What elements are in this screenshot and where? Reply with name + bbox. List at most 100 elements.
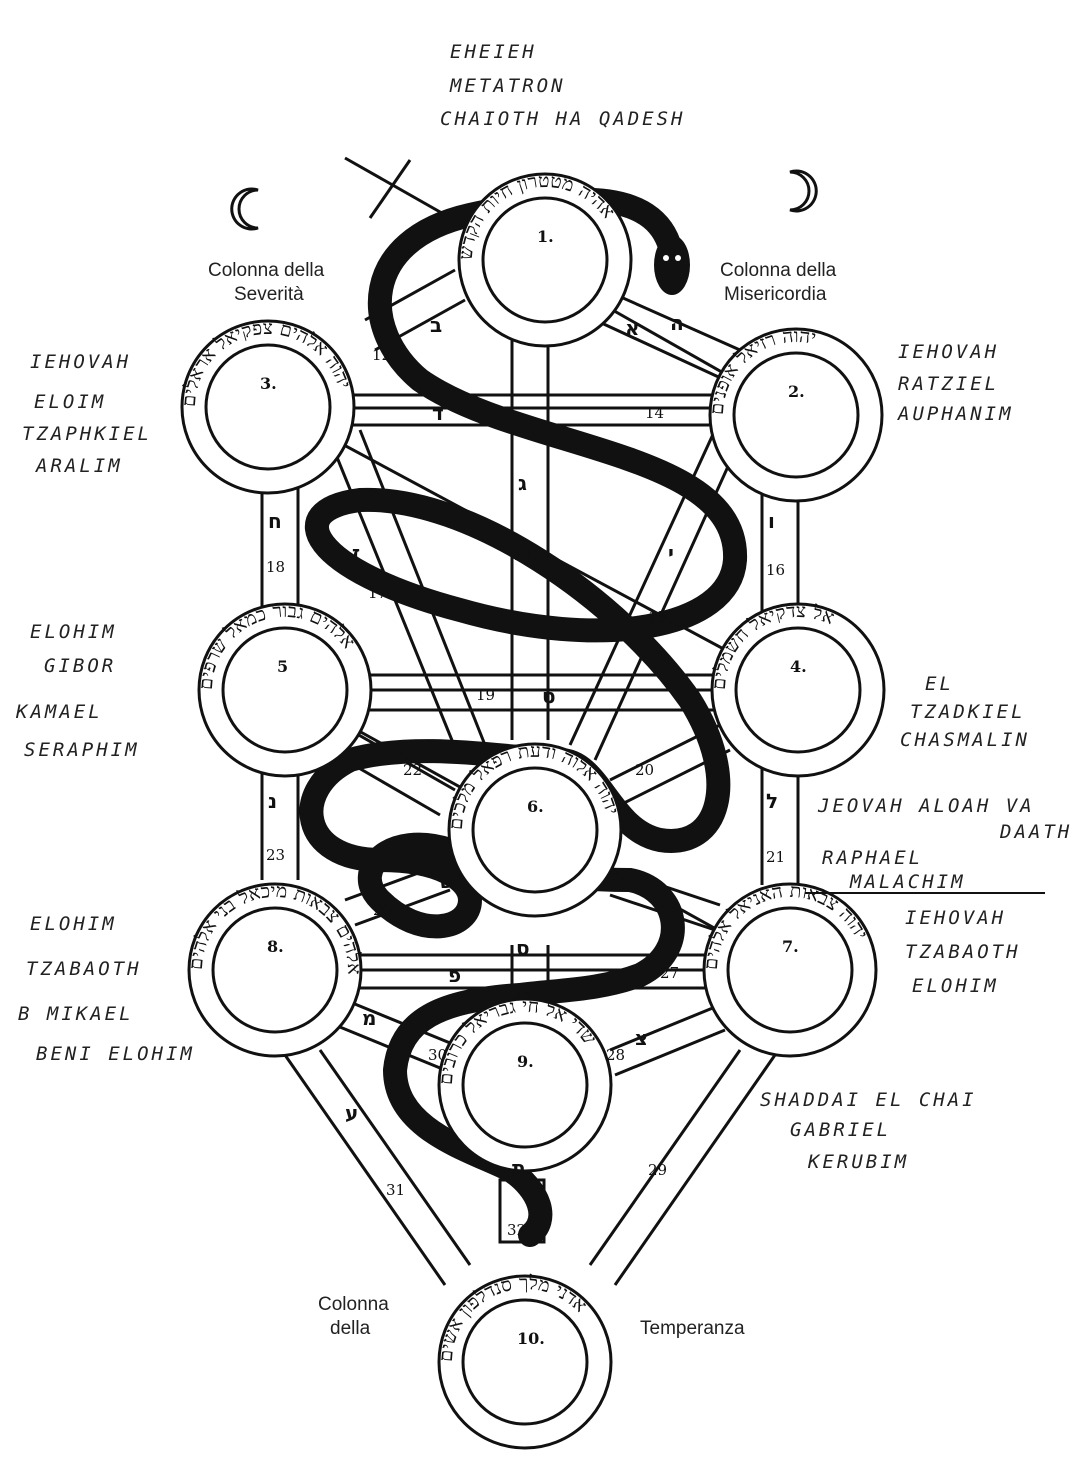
path-number-29: 29 xyxy=(648,1161,667,1179)
left-column-caption-line1: Colonna della xyxy=(208,260,325,281)
sefira-1-number: 1. xyxy=(537,227,554,246)
sefira-7-inner-circle xyxy=(726,906,854,1034)
top-name-1: EHEIEH xyxy=(450,41,537,63)
s6-name-4: MALACHIM xyxy=(849,871,966,893)
s5-name-3: KAMAEL xyxy=(15,701,103,723)
path-letter-32: ת xyxy=(512,1156,526,1180)
sefira-3-number: 3. xyxy=(260,374,277,393)
flash-segment-2 xyxy=(274,406,801,692)
path-11-edge-b xyxy=(594,318,726,382)
sefira-5-number: 5 xyxy=(277,657,288,676)
path-number-22: 22 xyxy=(403,761,422,779)
sefira-4-number: 4. xyxy=(790,657,807,676)
path-letter-31: ע xyxy=(345,1101,358,1125)
sefira-6-names: JEOVAH ALOAH VA DAATH RAPHAEL MALACHIM xyxy=(805,795,1072,894)
path-31-edge-a xyxy=(283,1054,447,1286)
path-number-18: 18 xyxy=(266,558,285,576)
s2-name-3: AUPHANIM xyxy=(897,403,1014,425)
path-number-25: 25 xyxy=(512,986,531,1004)
sefira-1-inner-circle xyxy=(481,196,609,324)
path-number-19: 19 xyxy=(476,686,495,704)
path-numbers: 12 14 13. 18 17. 15 16 19 22 20 23 21 26… xyxy=(266,346,785,1239)
path-letter-23: נ xyxy=(268,789,277,813)
sword-crossguard xyxy=(368,159,412,219)
sefira-3-names: IEHOVAH ELOIM TZAPHKIEL ARALIM xyxy=(22,351,152,477)
s8-name-3: B MIKAEL xyxy=(18,1003,134,1025)
sefira-9-number: 9. xyxy=(517,1052,534,1071)
sefira-3-inner-circle xyxy=(204,343,332,471)
right-column-caption-line2: Misericordia xyxy=(724,284,827,305)
bottom-left-caption-line2: della xyxy=(330,1318,371,1339)
path-number-30: 30 xyxy=(428,1046,447,1064)
path-number-17: 17. xyxy=(368,584,392,602)
path-letter-18: ח xyxy=(268,509,282,533)
top-name-3: CHAIOTH HA QADESH xyxy=(440,108,685,130)
path-letter-11: ה xyxy=(670,311,684,335)
sefira-5-inner-circle xyxy=(221,626,349,754)
s8-name-4: BENI ELOHIM xyxy=(36,1043,195,1065)
s5-name-2: GIBOR xyxy=(44,655,116,677)
path-number-27: 27 xyxy=(660,964,679,982)
path-letter-24: כ xyxy=(660,896,671,920)
serpent-head xyxy=(654,235,690,295)
s2-name-2: RATZIEL xyxy=(898,373,999,395)
s4-name-3: CHASMALIN xyxy=(900,729,1030,751)
path-letter-16: ו xyxy=(768,509,775,533)
left-column-caption-line2: Severità xyxy=(234,284,304,305)
path-letter-17: ז xyxy=(352,541,360,565)
sefira-2-number: 2. xyxy=(788,382,805,401)
s5-name-1: ELOHIM xyxy=(30,621,117,643)
serpent-eye-right xyxy=(675,255,681,261)
path-number-28: 28 xyxy=(606,1046,625,1064)
sefira-6-number: 6. xyxy=(527,797,544,816)
crescent-moon-right-icon xyxy=(789,169,818,213)
sefira-9-names: SHADDAI EL CHAI GABRIEL KERUBIM xyxy=(760,1089,977,1173)
sefira-8-number: 8. xyxy=(267,937,284,956)
s5-name-4: SERAPHIM xyxy=(24,739,140,761)
s9-name-1: SHADDAI EL CHAI xyxy=(760,1089,977,1111)
sefira-2-names: IEHOVAH RATZIEL AUPHANIM xyxy=(897,341,1014,425)
sefira-10-inner-circle xyxy=(461,1298,589,1426)
s9-name-2: GABRIEL xyxy=(790,1119,891,1141)
path-number-16: 16 xyxy=(766,561,785,579)
path-letter-13: ג xyxy=(518,471,527,495)
s4-name-1: EL xyxy=(925,673,954,695)
path-31-edge-b xyxy=(318,1049,472,1266)
s6-name-2: DAATH xyxy=(999,821,1072,843)
sefira-9-inner-circle xyxy=(461,1021,589,1149)
path-letter-12: ב xyxy=(430,313,442,337)
path-number-26: 26 xyxy=(373,901,392,919)
path-number-14: 14 xyxy=(645,404,664,422)
top-name-2: METATRON xyxy=(449,75,566,97)
s9-name-3: KERUBIM xyxy=(807,1151,909,1173)
path-28-edge-a xyxy=(609,1003,721,1052)
path-number-21: 21 xyxy=(766,848,785,866)
crescent-moon-left-icon xyxy=(230,187,259,231)
path-30-edge-a xyxy=(344,998,456,1047)
s2-name-1: IEHOVAH xyxy=(898,341,999,363)
path-28-edge-b xyxy=(614,1028,726,1077)
path-letter-19: ט xyxy=(542,684,556,708)
path-number-12: 12 xyxy=(372,346,391,364)
s3-name-3: TZAPHKIEL xyxy=(22,423,152,445)
path-letter-15: י xyxy=(668,541,674,565)
sefira-8-names: ELOHIM TZABAOTH B MIKAEL BENI ELOHIM xyxy=(18,913,195,1065)
path-letter-25: ס xyxy=(516,936,530,960)
path-letters: ד ג ח ז ו ט ל נ ע י ס פ ש צ ת ה ב א כ מ xyxy=(268,311,778,1180)
path-letter-30: מ xyxy=(362,1006,376,1030)
s7-name-3: ELOHIM xyxy=(912,975,999,997)
path-11-edge-a xyxy=(604,288,741,352)
path-number-23: 23 xyxy=(266,846,285,864)
sefira-7-names: IEHOVAH TZABAOTH ELOHIM xyxy=(905,907,1018,997)
s8-name-1: ELOHIM xyxy=(30,913,117,935)
